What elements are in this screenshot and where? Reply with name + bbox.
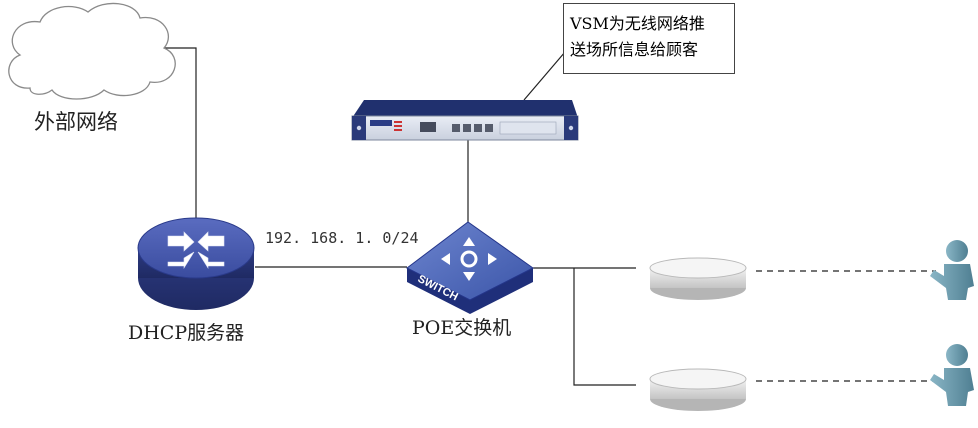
subnet-label: 192. 168. 1. 0/24 <box>265 229 419 247</box>
vsm-callout-line-1: VSM为无线网络推 <box>570 14 705 33</box>
vsm-callout-box: VSM为无线网络推 送场所信息给顾客 <box>563 3 735 74</box>
external-network-label: 外部网络 <box>34 110 118 134</box>
user-icon <box>930 240 974 300</box>
wireless-links <box>756 270 936 382</box>
switch-icon <box>406 221 534 314</box>
cloud-icon <box>8 2 176 100</box>
poe-switch-label: POE交换机 <box>412 317 512 339</box>
vsm-appliance-icon <box>351 100 579 141</box>
link-callout-vsm <box>523 51 566 101</box>
access-point-icon <box>649 368 747 411</box>
vsm-callout-line-2: 送场所信息给顾客 <box>570 40 699 59</box>
router-icon <box>137 217 255 310</box>
access-point-icon <box>649 257 747 300</box>
dhcp-server-label: DHCP服务器 <box>128 322 245 344</box>
connection-lines <box>164 47 636 386</box>
link-cloud-dhcp <box>164 47 197 228</box>
link-switch-ap2 <box>573 268 636 386</box>
user-icon <box>930 344 974 406</box>
